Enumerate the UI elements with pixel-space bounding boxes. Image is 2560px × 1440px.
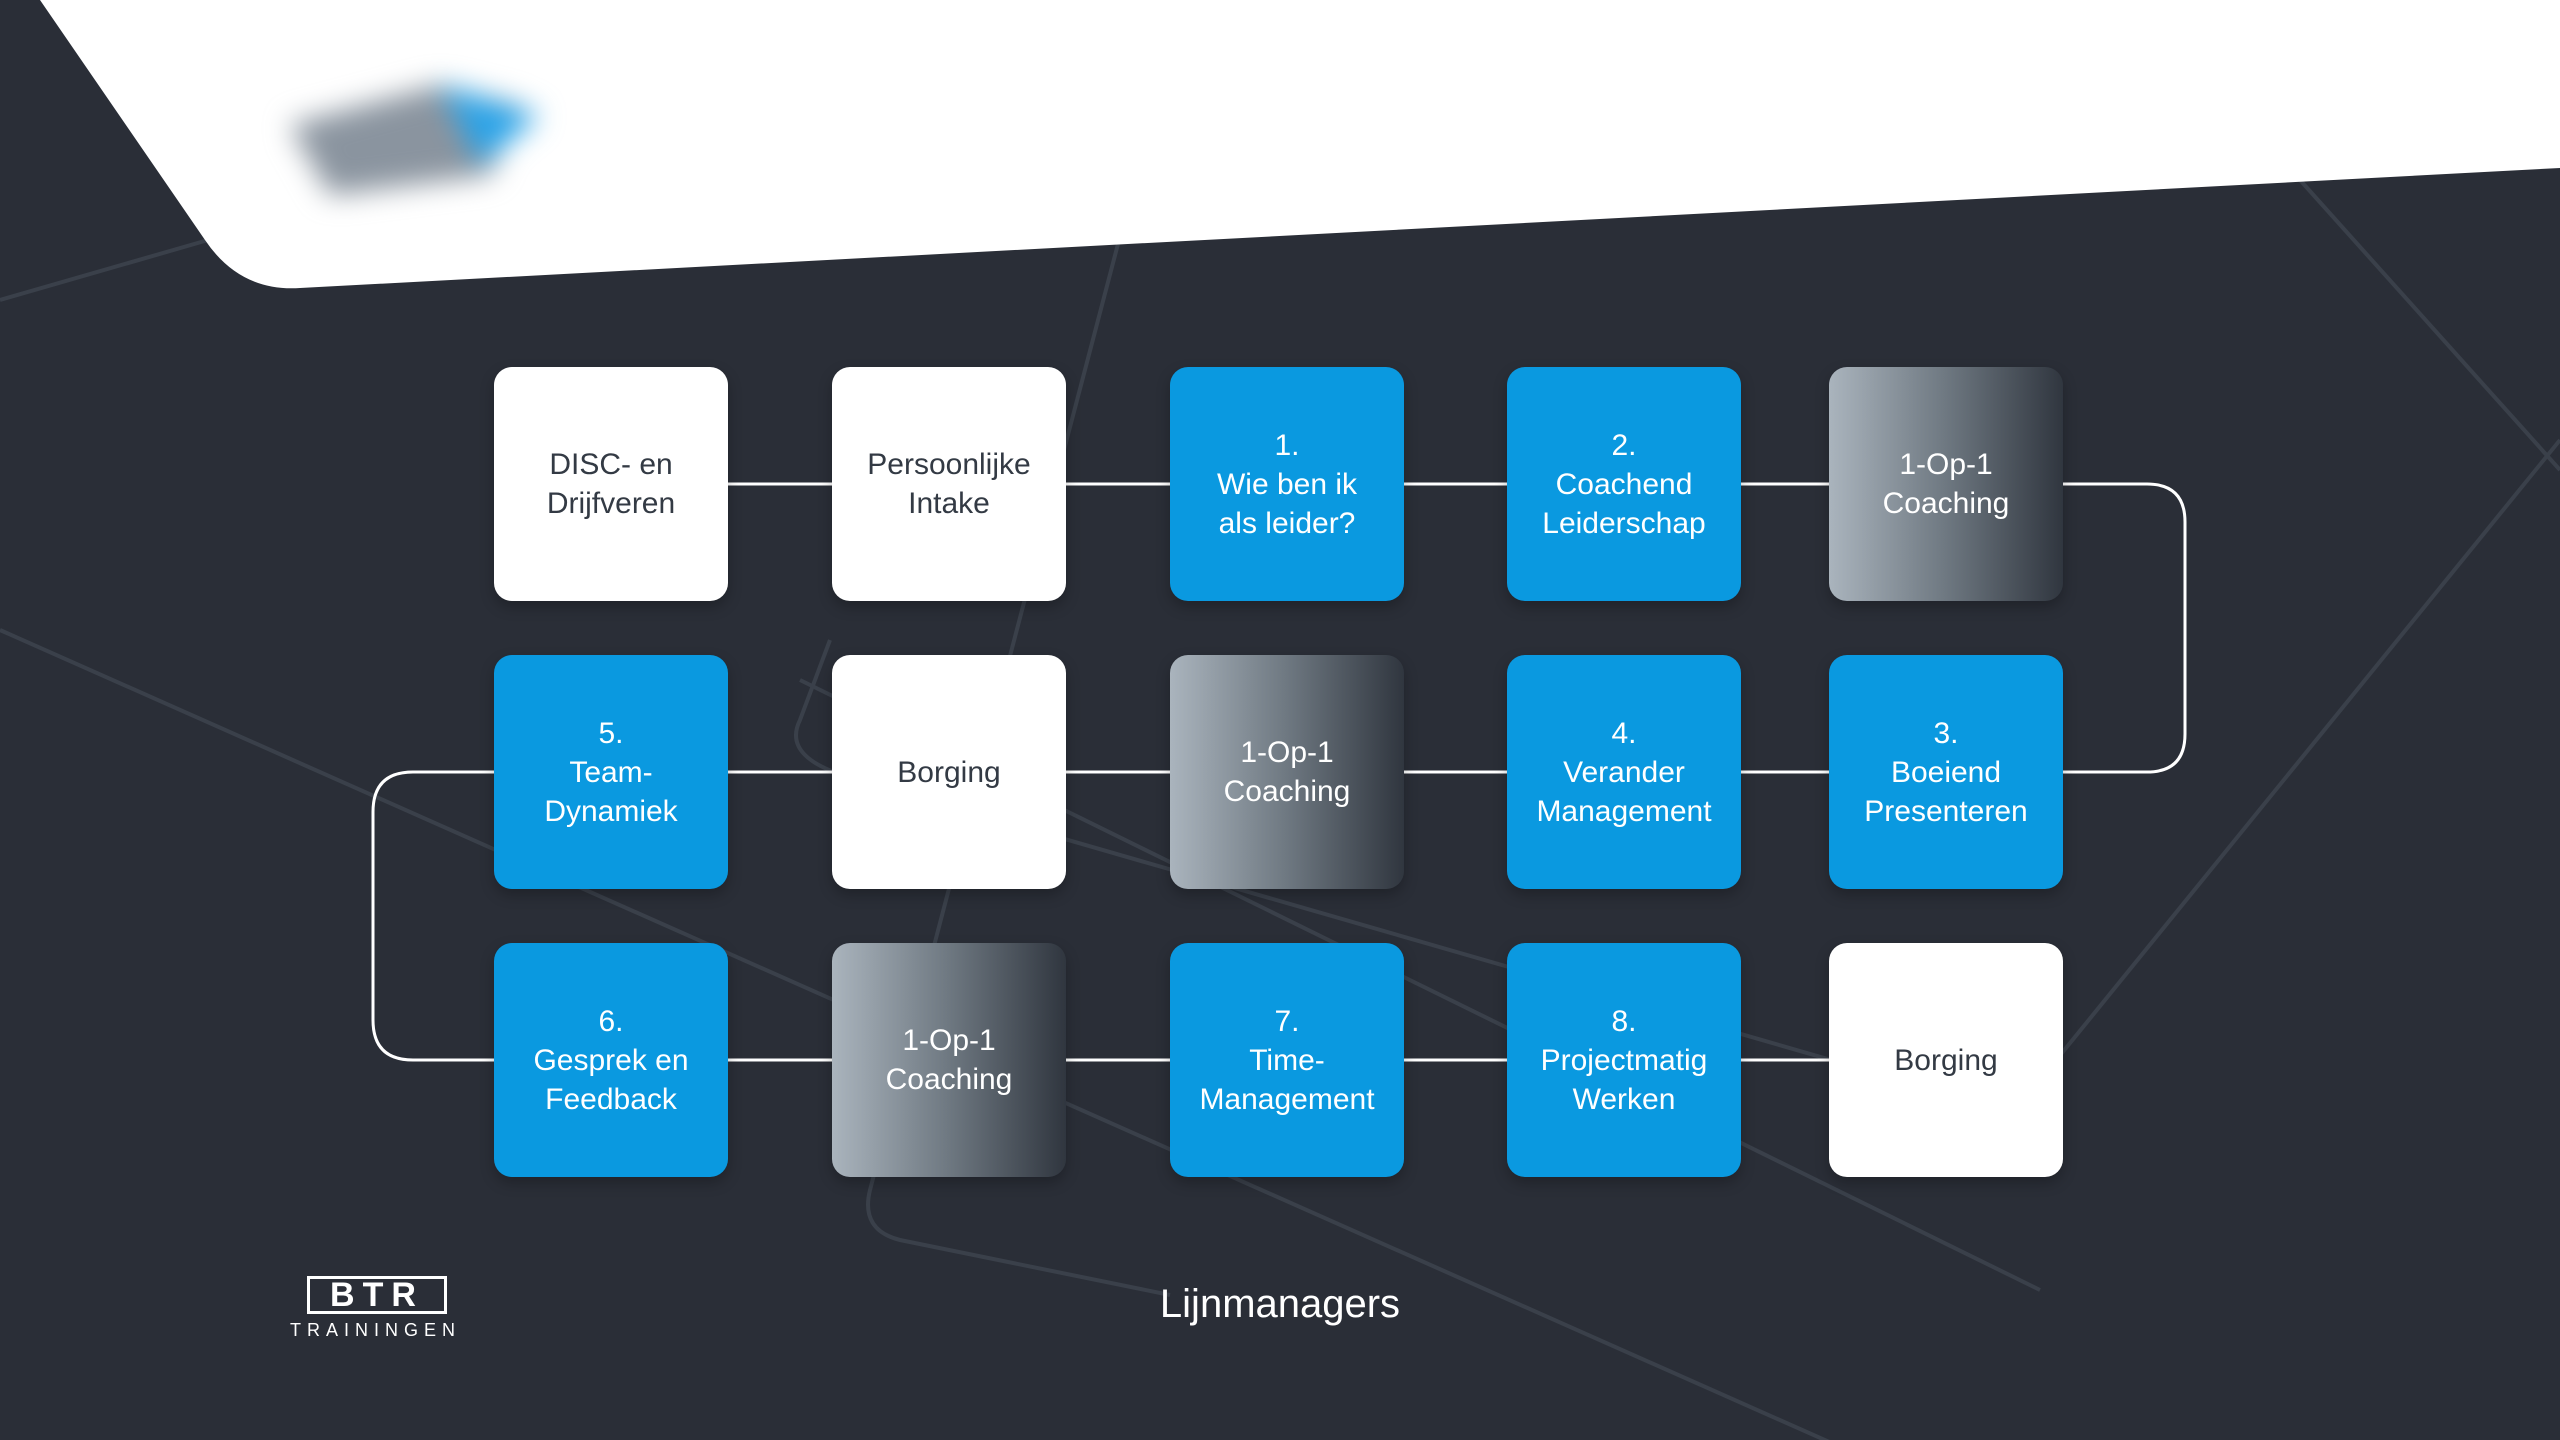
tile-label-line: Intake xyxy=(908,487,990,520)
tile-module-6: 6. Gesprek en Feedback xyxy=(494,943,728,1177)
header-white-shape xyxy=(40,0,2560,289)
tile-coaching-3: 1-Op-1 Coaching xyxy=(832,943,1066,1177)
connector-left-loop xyxy=(371,770,494,1062)
tile-label-line: Persoonlijke xyxy=(867,448,1031,481)
tile-module-3: 3. Boeiend Presenteren xyxy=(1829,655,2063,889)
tile-label-line: Leiderschap xyxy=(1542,506,1706,540)
tile-label-line: Borging xyxy=(1894,1043,1998,1077)
tile-module-1: 1. Wie ben ik als leider? xyxy=(1170,367,1404,601)
tile-module-7: 7. Time- Management xyxy=(1170,943,1404,1177)
tile-module-5: 5. Team- Dynamiek xyxy=(494,655,728,889)
tile-number: 6. xyxy=(598,1004,624,1038)
tile-label-line: Team- xyxy=(569,755,653,789)
tile-label-line: Feedback xyxy=(545,1082,677,1116)
tile-label-line: Gesprek en xyxy=(533,1043,689,1077)
tile-label-line: DISC- en xyxy=(549,448,673,481)
tile-label-line: Coachend xyxy=(1555,467,1693,501)
diagram-title: Lijnmanagers xyxy=(1159,1282,1401,1326)
tile-disc-drijfveren: DISC- en Drijfveren xyxy=(494,367,728,601)
tile-label-line: Boeiend xyxy=(1890,755,2002,789)
tile-label-line: 1-Op-1 xyxy=(1899,448,1993,481)
tile-number: 8. xyxy=(1611,1004,1637,1038)
tile-module-8: 8. Projectmatig Werken xyxy=(1507,943,1741,1177)
btr-logo-wordmark: BTR xyxy=(307,1276,447,1314)
tile-persoonlijke-intake: Persoonlijke Intake xyxy=(832,367,1066,601)
tile-module-4: 4. Verander Management xyxy=(1507,655,1741,889)
tile-number: 2. xyxy=(1611,428,1637,462)
tile-label-line: Coaching xyxy=(885,1063,1013,1096)
tile-label-line: Coaching xyxy=(1882,487,2010,520)
tile-borging-1: Borging xyxy=(832,655,1066,889)
btr-logo-subtitle: TRAININGEN xyxy=(290,1320,462,1340)
tile-label-line: Drijfveren xyxy=(546,487,676,520)
tile-label-line: Dynamiek xyxy=(544,794,678,828)
tile-coaching-1: 1-Op-1 Coaching xyxy=(1829,367,2063,601)
blurred-logo xyxy=(290,85,540,195)
tile-label-line: 1-Op-1 xyxy=(902,1024,996,1057)
tile-number: 1. xyxy=(1274,428,1300,462)
tile-number: 7. xyxy=(1274,1004,1300,1038)
tile-borging-2: Borging xyxy=(1829,943,2063,1177)
tile-label-line: Coaching xyxy=(1223,775,1351,808)
tile-label-line: Time- xyxy=(1249,1043,1325,1077)
tile-label-line: Projectmatig xyxy=(1540,1043,1708,1077)
tile-label-line: Verander xyxy=(1563,755,1685,789)
tile-coaching-2: 1-Op-1 Coaching xyxy=(1170,655,1404,889)
tile-module-2: 2. Coachend Leiderschap xyxy=(1507,367,1741,601)
btr-logo: BTR TRAININGEN xyxy=(290,1276,480,1341)
tile-number: 3. xyxy=(1933,716,1959,750)
tile-label-line: Management xyxy=(1199,1082,1375,1116)
tile-number: 4. xyxy=(1611,716,1637,750)
connector-right-loop xyxy=(2063,482,2187,774)
tile-label-line: Presenteren xyxy=(1864,794,2028,828)
tile-number: 5. xyxy=(598,716,624,750)
tile-label-line: als leider? xyxy=(1218,506,1356,540)
tile-label-line: Management xyxy=(1536,794,1712,828)
tile-label-line: 1-Op-1 xyxy=(1240,736,1334,769)
tile-label-line: Borging xyxy=(897,755,1001,789)
connector-lines xyxy=(371,482,2187,1062)
tile-label-line: Werken xyxy=(1572,1082,1676,1116)
tile-label-line: Wie ben ik xyxy=(1216,467,1358,501)
